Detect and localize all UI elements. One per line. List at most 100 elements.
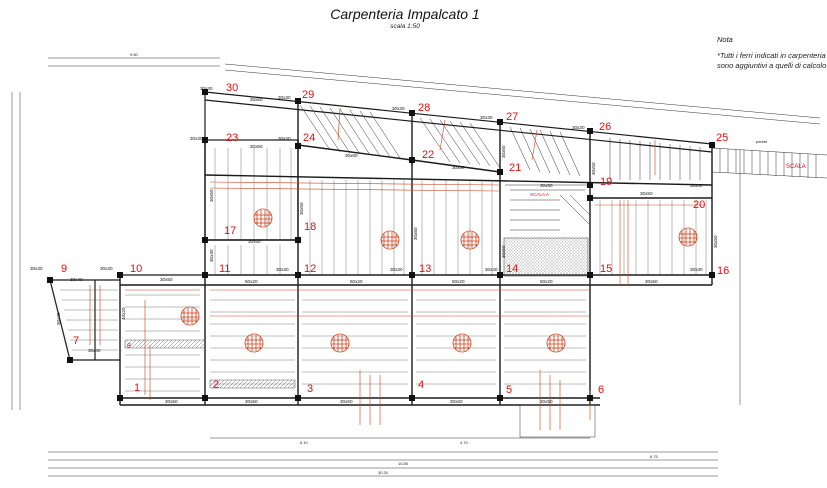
beam-label: 30x50: [540, 399, 553, 404]
node-16: 16: [717, 265, 729, 277]
beam-label: 30x50: [340, 399, 353, 404]
note-title: Nota: [717, 35, 733, 44]
node-28: 28: [418, 102, 430, 114]
beam-label: 30x50: [165, 399, 178, 404]
node-19: 19: [600, 176, 612, 188]
dim-mid: 15.85: [398, 461, 409, 466]
beam-label: 30x50: [248, 239, 261, 244]
beam-label: 30x50: [501, 145, 506, 158]
beam-label: 30x50: [160, 277, 173, 282]
beam-label: 50x20: [540, 279, 553, 284]
dim-total: 30.30: [378, 470, 389, 475]
beam-label: 30x50: [413, 227, 418, 240]
node-11: 11: [219, 263, 230, 275]
beam-label: 30x30: [690, 183, 703, 188]
opening-bay-2: [244, 333, 264, 353]
beam-label: 40x20: [121, 307, 126, 320]
beam-label: 30x40: [209, 249, 214, 262]
note-line-2: sono aggiuntivi a quelli di calcolo: [717, 61, 827, 70]
beam-label: 30x30: [572, 125, 585, 130]
node-3: 3: [307, 383, 313, 395]
beam-label: 50x20: [350, 279, 363, 284]
stair-label-a: SCALA A: [530, 192, 550, 197]
beam-label: 30x30: [190, 136, 203, 141]
beam-label: 30x50: [245, 399, 258, 404]
node-18: 18: [304, 221, 316, 233]
beam-label: 30x50: [250, 144, 263, 149]
node-23: 23: [226, 132, 238, 144]
node-22: 22: [422, 149, 434, 161]
beam-label: 50x20: [452, 279, 465, 284]
left-wing-joists: [60, 289, 118, 351]
beam-label: 30x50: [591, 162, 596, 175]
bay-23: [204, 139, 299, 241]
beam-label: 30x50: [645, 279, 658, 284]
bay-23-joists: [214, 148, 292, 240]
dim-top-overall: 9.80: [130, 52, 139, 57]
beam-label: 30x30: [480, 115, 493, 120]
beam-label: 30x30: [278, 95, 291, 100]
beam-label: 30x50: [209, 189, 214, 202]
beam-label: 30x50: [345, 153, 358, 158]
hatched-strip-left: [124, 339, 206, 349]
opening-bay-20: [678, 227, 698, 247]
hatched-strip-bottom: [209, 379, 296, 389]
node-numbers: 1 2 3 4 5 6 7 8 9 10 11 12 13 14 15 16 1…: [61, 82, 729, 396]
opening-bay-5: [546, 333, 566, 353]
right-stair-ramp: [711, 147, 827, 179]
beam-label: 30x30: [100, 266, 113, 271]
stair: [505, 184, 591, 231]
opening-bay-3: [330, 333, 350, 353]
top-dimension-lines: [48, 57, 821, 125]
node-24: 24: [303, 132, 315, 144]
node-8: 8: [127, 343, 131, 350]
node-6: 6: [598, 384, 604, 396]
node-5: 5: [506, 384, 512, 396]
bottom-dimension-lines: [48, 437, 718, 477]
node-20: 20: [693, 199, 705, 211]
node-2: 2: [213, 379, 219, 391]
node-25: 25: [716, 132, 728, 144]
node-14: 14: [506, 263, 518, 275]
node-30: 30: [226, 82, 238, 94]
beam-label: 30x50: [501, 245, 506, 258]
mid-row-joists: [214, 180, 707, 275]
wall-label: parete: [756, 139, 768, 144]
beam-label: 30x40: [88, 348, 101, 353]
drawing-scale: scala 1:50: [390, 23, 420, 30]
main-frame: [119, 140, 713, 406]
node-13: 13: [419, 263, 431, 275]
beam-label: 30x30: [30, 266, 43, 271]
note-line-1: *Tutti i ferri indicati in carpenteria: [717, 51, 826, 60]
column-markers: [47, 89, 715, 401]
drawing-title: Carpenteria Impalcato 1: [330, 6, 480, 22]
beam-label: 30x50: [452, 165, 465, 170]
node-21: 21: [509, 162, 521, 174]
node-26: 26: [599, 121, 611, 133]
node-17: 17: [224, 225, 236, 237]
beam-label: 30x50: [640, 191, 653, 196]
beam-labels: 30x50 30x30 30x30 30x30 30x30 30x30 30x5…: [30, 86, 703, 404]
node-4: 4: [418, 379, 424, 391]
opening-bay-4: [452, 333, 472, 353]
beam-label: 30x30: [278, 136, 291, 141]
beam-label: 30x40: [70, 277, 83, 282]
bottom-step: [519, 404, 596, 438]
left-dimension-lines: [11, 92, 21, 410]
dim-seg-c: 6.75: [650, 454, 659, 459]
beam-label: 30x30: [276, 267, 289, 272]
beam-label: 30x50: [540, 183, 553, 188]
node-29: 29: [302, 89, 314, 101]
beam-label: 30x30: [485, 267, 498, 272]
node-1: 1: [134, 382, 140, 394]
rebar-lines: [89, 107, 705, 430]
beam-label: 30x50: [713, 235, 718, 248]
stair-landing: [503, 237, 589, 277]
beam-label: 50x20: [245, 279, 258, 284]
vertical-beam-labels: 30x50 30x50 30x50 30x50 30x50 30x50 30x5…: [56, 145, 718, 325]
dim-seg-b: 4.70: [460, 440, 469, 445]
beam-label: 30x50: [299, 202, 304, 215]
beam-label: 30x50: [450, 399, 463, 404]
beam-label: 30x30: [200, 86, 213, 91]
